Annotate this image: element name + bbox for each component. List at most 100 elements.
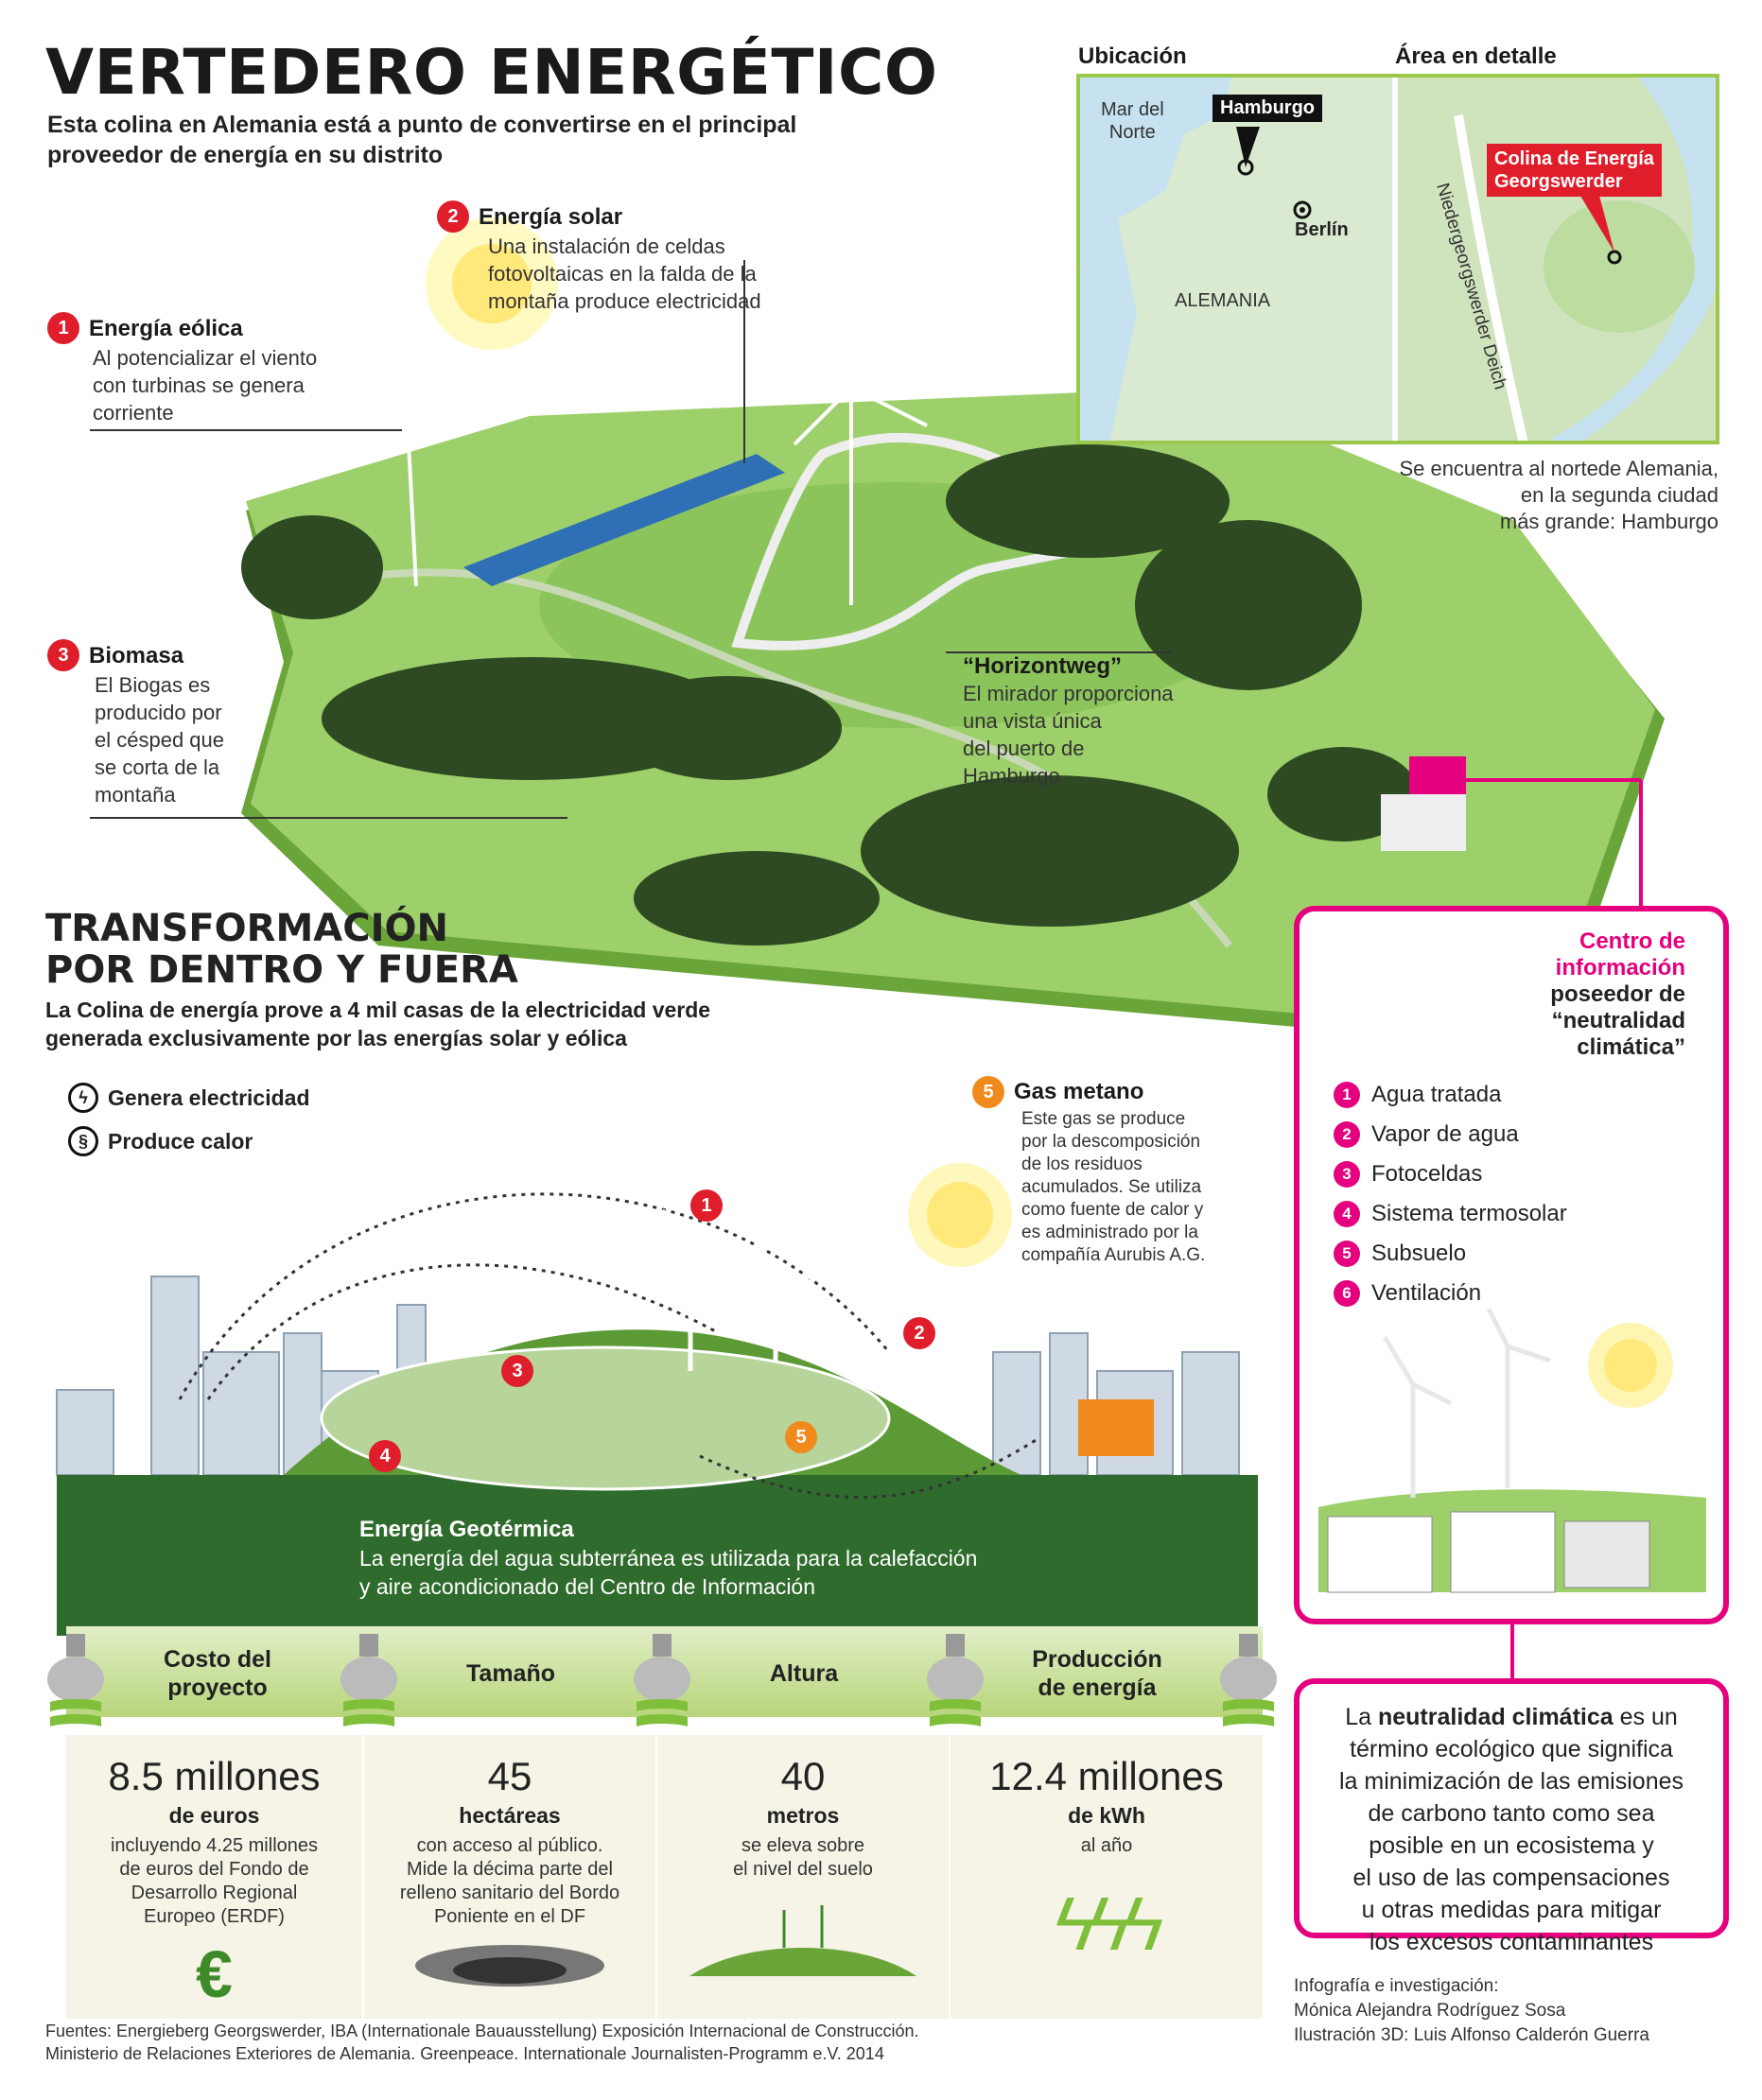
definition-line: de carbono tanto como sea: [1368, 1800, 1655, 1827]
section-title-line: TRANSFORMACIÓN: [45, 907, 448, 950]
map-country-label: ALEMANIA: [1175, 290, 1271, 311]
marker-number: 3: [501, 1355, 533, 1387]
callout-text: Hamburgo: [963, 764, 1060, 788]
heat-icon: §: [68, 1126, 98, 1156]
stat-unit: de kWh: [1068, 1803, 1145, 1828]
item-label: Sistema termosolar: [1371, 1200, 1567, 1226]
landfill-pit-icon: [415, 1945, 604, 1987]
legend-item: § Produce calor: [68, 1119, 310, 1163]
marker-number: 2: [903, 1317, 935, 1349]
definition-text: es un: [1613, 1704, 1678, 1730]
subtitle-line: proveedor de energía en su distrito: [47, 142, 444, 168]
credits: Infografía e investigación: Mónica Aleja…: [1294, 1974, 1649, 2048]
definition-term: neutralidad climática: [1377, 1704, 1614, 1730]
info-center-box: Centro de información poseedor de “neutr…: [1294, 906, 1729, 1624]
stat-desc-line: de euros del Fondo de: [119, 1859, 309, 1880]
legend-label: Produce calor: [108, 1129, 253, 1154]
marker-5: 5: [972, 1076, 1004, 1108]
callout-text: el césped que: [95, 728, 224, 752]
map-text: Norte: [1108, 122, 1156, 143]
subtitle-line: Esta colina en Alemania está a punto de …: [47, 112, 797, 138]
marker-1: 1: [690, 1189, 723, 1222]
marker-5: 5: [785, 1421, 817, 1453]
map-berlin-label: Berlín: [1295, 219, 1349, 240]
map-graphic: [1080, 78, 1716, 441]
credit-line: Mónica Alejandra Rodríguez Sosa: [1294, 2001, 1566, 2021]
stat-desc-line: Poniente en el DF: [433, 1906, 586, 1927]
item-number: 3: [1334, 1160, 1360, 1188]
marker-1: 1: [47, 312, 79, 344]
stat-description: incluyendo 4.25 millones de euros del Fo…: [66, 1834, 362, 1929]
marker-3: 3: [47, 639, 79, 671]
stat-description: al año: [951, 1834, 1263, 1858]
caption-line: más grande: Hamburgo: [1499, 510, 1718, 533]
wind-turbine-icon: [358, 300, 493, 587]
stat-unit: metros: [766, 1803, 840, 1828]
definition-line: los excesos contaminantes: [1369, 1929, 1654, 1955]
bulb-icon: [43, 1634, 109, 1743]
credit-line: Ilustración 3D: Luis Alfonso Calderón Gu…: [1294, 2025, 1649, 2045]
info-center-illustration: [1318, 1309, 1706, 1593]
bulb-icon: [336, 1634, 402, 1743]
callout-text: El Biogas es: [95, 673, 211, 697]
legend-item: ϟ Genera electricidad: [68, 1076, 310, 1119]
stat-description: se eleva sobre el nivel del suelo: [657, 1834, 949, 1882]
credit-line: Infografía e investigación:: [1294, 1976, 1499, 1996]
legend: ϟ Genera electricidad § Produce calor: [68, 1076, 310, 1163]
lightning-icon: ϟϟϟ: [1055, 1882, 1163, 1966]
geothermal-text: Energía Geotérmica La energía del agua s…: [359, 1516, 977, 1601]
euro-icon: €: [196, 1937, 233, 2011]
stat-header-line: de energía: [1038, 1675, 1157, 1701]
geothermal-line: y aire acondicionado del Centro de Infor…: [359, 1574, 816, 1599]
title-line: climática”: [1577, 1034, 1685, 1060]
definition-line: posible en un ecosistema y: [1369, 1832, 1654, 1859]
stat-value: 8.5 millones: [108, 1754, 321, 1798]
callout-title: Energía eólica: [89, 315, 243, 341]
stat-header-line: proyecto: [167, 1675, 268, 1701]
title-line: “neutralidad: [1551, 1008, 1685, 1033]
stat-desc-line: Europeo (ERDF): [144, 1906, 285, 1927]
map-label-area: Área en detalle: [1395, 43, 1557, 69]
subtitle-line: generada exclusivamente por las energías…: [45, 1026, 627, 1050]
connector-line: [1510, 1624, 1514, 1679]
callout-methane: 5 Gas metano Este gas se produce por la …: [972, 1076, 1205, 1267]
title-line: información: [1555, 955, 1685, 981]
stat-unit: de euros: [168, 1803, 260, 1828]
stat-desc-line: se eleva sobre: [741, 1835, 865, 1856]
item-number: 4: [1334, 1200, 1360, 1227]
map-caption: Se encuentra al nortede Alemania, en la …: [1399, 456, 1718, 535]
callout-biomass: 3 Biomasa El Biogas es producido por el …: [47, 639, 224, 808]
map-text: Colina de Energía: [1494, 148, 1654, 169]
wind-turbine-icon: [793, 283, 928, 605]
item-number: 1: [1334, 1081, 1360, 1108]
stat-value: 12.4 millones: [989, 1754, 1224, 1798]
stat-header-production: Producción de energía: [993, 1645, 1201, 1702]
cross-section-illustration: [56, 1163, 1258, 1636]
definition-line: u otras medidas para mitigar: [1361, 1897, 1662, 1923]
map-label-ubicacion: Ubicación: [1078, 43, 1187, 69]
stat-height: 40 metros se eleva sobre el nivel del su…: [657, 1735, 951, 2019]
stat-header-line: Costo del: [164, 1646, 271, 1673]
callout-title: “Horizontweg”: [963, 653, 1122, 679]
callout-text: como fuente de calor y: [1021, 1200, 1204, 1220]
callout-text: con turbinas se genera: [93, 373, 305, 397]
marker-4: 4: [369, 1440, 401, 1472]
marker-2: 2: [903, 1317, 935, 1349]
definition-line: la minimización de las emisiones: [1338, 1768, 1684, 1795]
lightning-icon: ϟ: [68, 1083, 98, 1113]
stat-size: 45 hectáreas con acceso al público. Mide…: [364, 1735, 657, 2019]
map-sea-label: Mar del Norte: [1101, 98, 1164, 144]
callout-text: Este gas se produce: [1021, 1109, 1186, 1129]
callout-title: Gas metano: [1014, 1079, 1144, 1104]
section-title-line: POR DENTRO Y FUERA: [45, 948, 518, 992]
legend-label: Genera electricidad: [108, 1085, 310, 1110]
callout-text: por la descomposición: [1021, 1132, 1201, 1152]
hill-illustration: [90, 217, 1665, 1050]
definition-line: término ecológico que significa: [1350, 1736, 1673, 1762]
definition-line: el uso de las compensaciones: [1352, 1865, 1670, 1891]
stat-desc-line: con acceso al público.: [416, 1835, 603, 1856]
item-number: 5: [1334, 1240, 1360, 1267]
